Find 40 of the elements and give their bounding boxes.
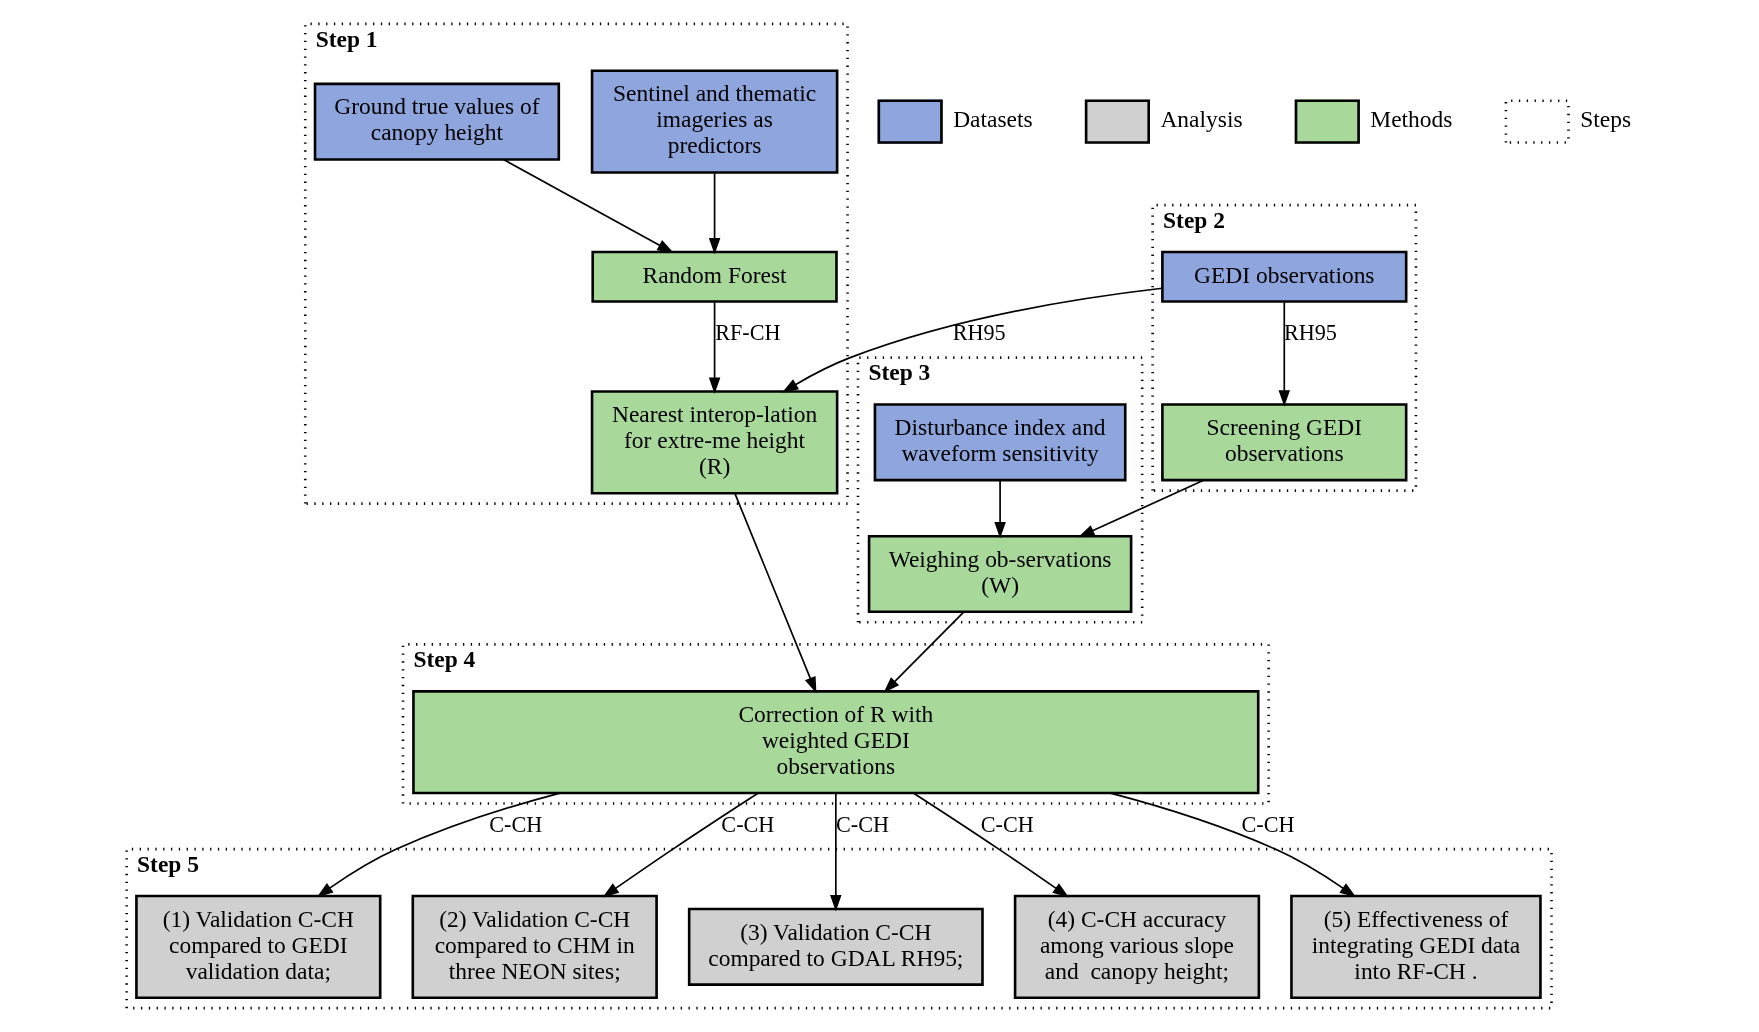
edge-label: RH95 [952, 320, 1006, 346]
node-box: Weighing ob-servations (W) [867, 534, 1133, 614]
arrow [994, 479, 1006, 539]
node-box: Screening GEDI observations [1161, 403, 1408, 482]
edge-label: RH95 [1283, 320, 1337, 346]
edge-label: C-CH [721, 811, 775, 837]
arrow [1109, 792, 1357, 898]
edge-label: C-CH [489, 811, 543, 837]
node-box: Nearest interop-lation for extre-me height (R) [590, 390, 839, 495]
legend-label: Analysis [1160, 106, 1243, 133]
edge-label: C-CH [1241, 811, 1295, 837]
arrow [830, 792, 842, 912]
arrow [912, 792, 1070, 898]
arrow [781, 287, 1164, 393]
edge-label: C-CH [836, 811, 890, 837]
node-box: (5) Effectiveness of integrating GEDI data into RF-CH . [1290, 894, 1542, 999]
node-box: (4) C-CH accuracy among various slope and canopy height; [1013, 894, 1261, 999]
node-box: Correction of R with weighted GEDI observations [412, 690, 1260, 795]
node-box: Disturbance index and waveform sensitivity [873, 403, 1127, 482]
legend-label: Methods [1370, 106, 1453, 133]
arrow [316, 792, 561, 898]
node-box: Ground true values of canopy height [313, 82, 561, 161]
node-box: Sentinel and thematic imageries as predictors [590, 69, 839, 174]
edge-label: C-CH [980, 811, 1034, 837]
arrow [1078, 479, 1205, 538]
arrow [502, 158, 674, 254]
node-box: (1) Validation C-CH compared to GEDI validation data; [135, 894, 382, 999]
node-box: Random Forest [591, 250, 838, 303]
node-box: (2) Validation C-CH compared to CHM in three NEON sites; [411, 894, 658, 999]
arrow [708, 172, 721, 255]
arrow [602, 792, 759, 898]
arrow [883, 611, 965, 693]
edge-label: RF-CH [715, 320, 781, 346]
node-box: (3) Validation C-CH compared to GDAL RH95; [687, 907, 984, 986]
arrow [708, 300, 721, 394]
arrow [734, 492, 817, 694]
node-box: GEDI observations [1161, 250, 1408, 303]
arrow [1278, 300, 1291, 407]
legend-label: Datasets [953, 106, 1033, 133]
legend-label: Steps [1580, 106, 1632, 133]
